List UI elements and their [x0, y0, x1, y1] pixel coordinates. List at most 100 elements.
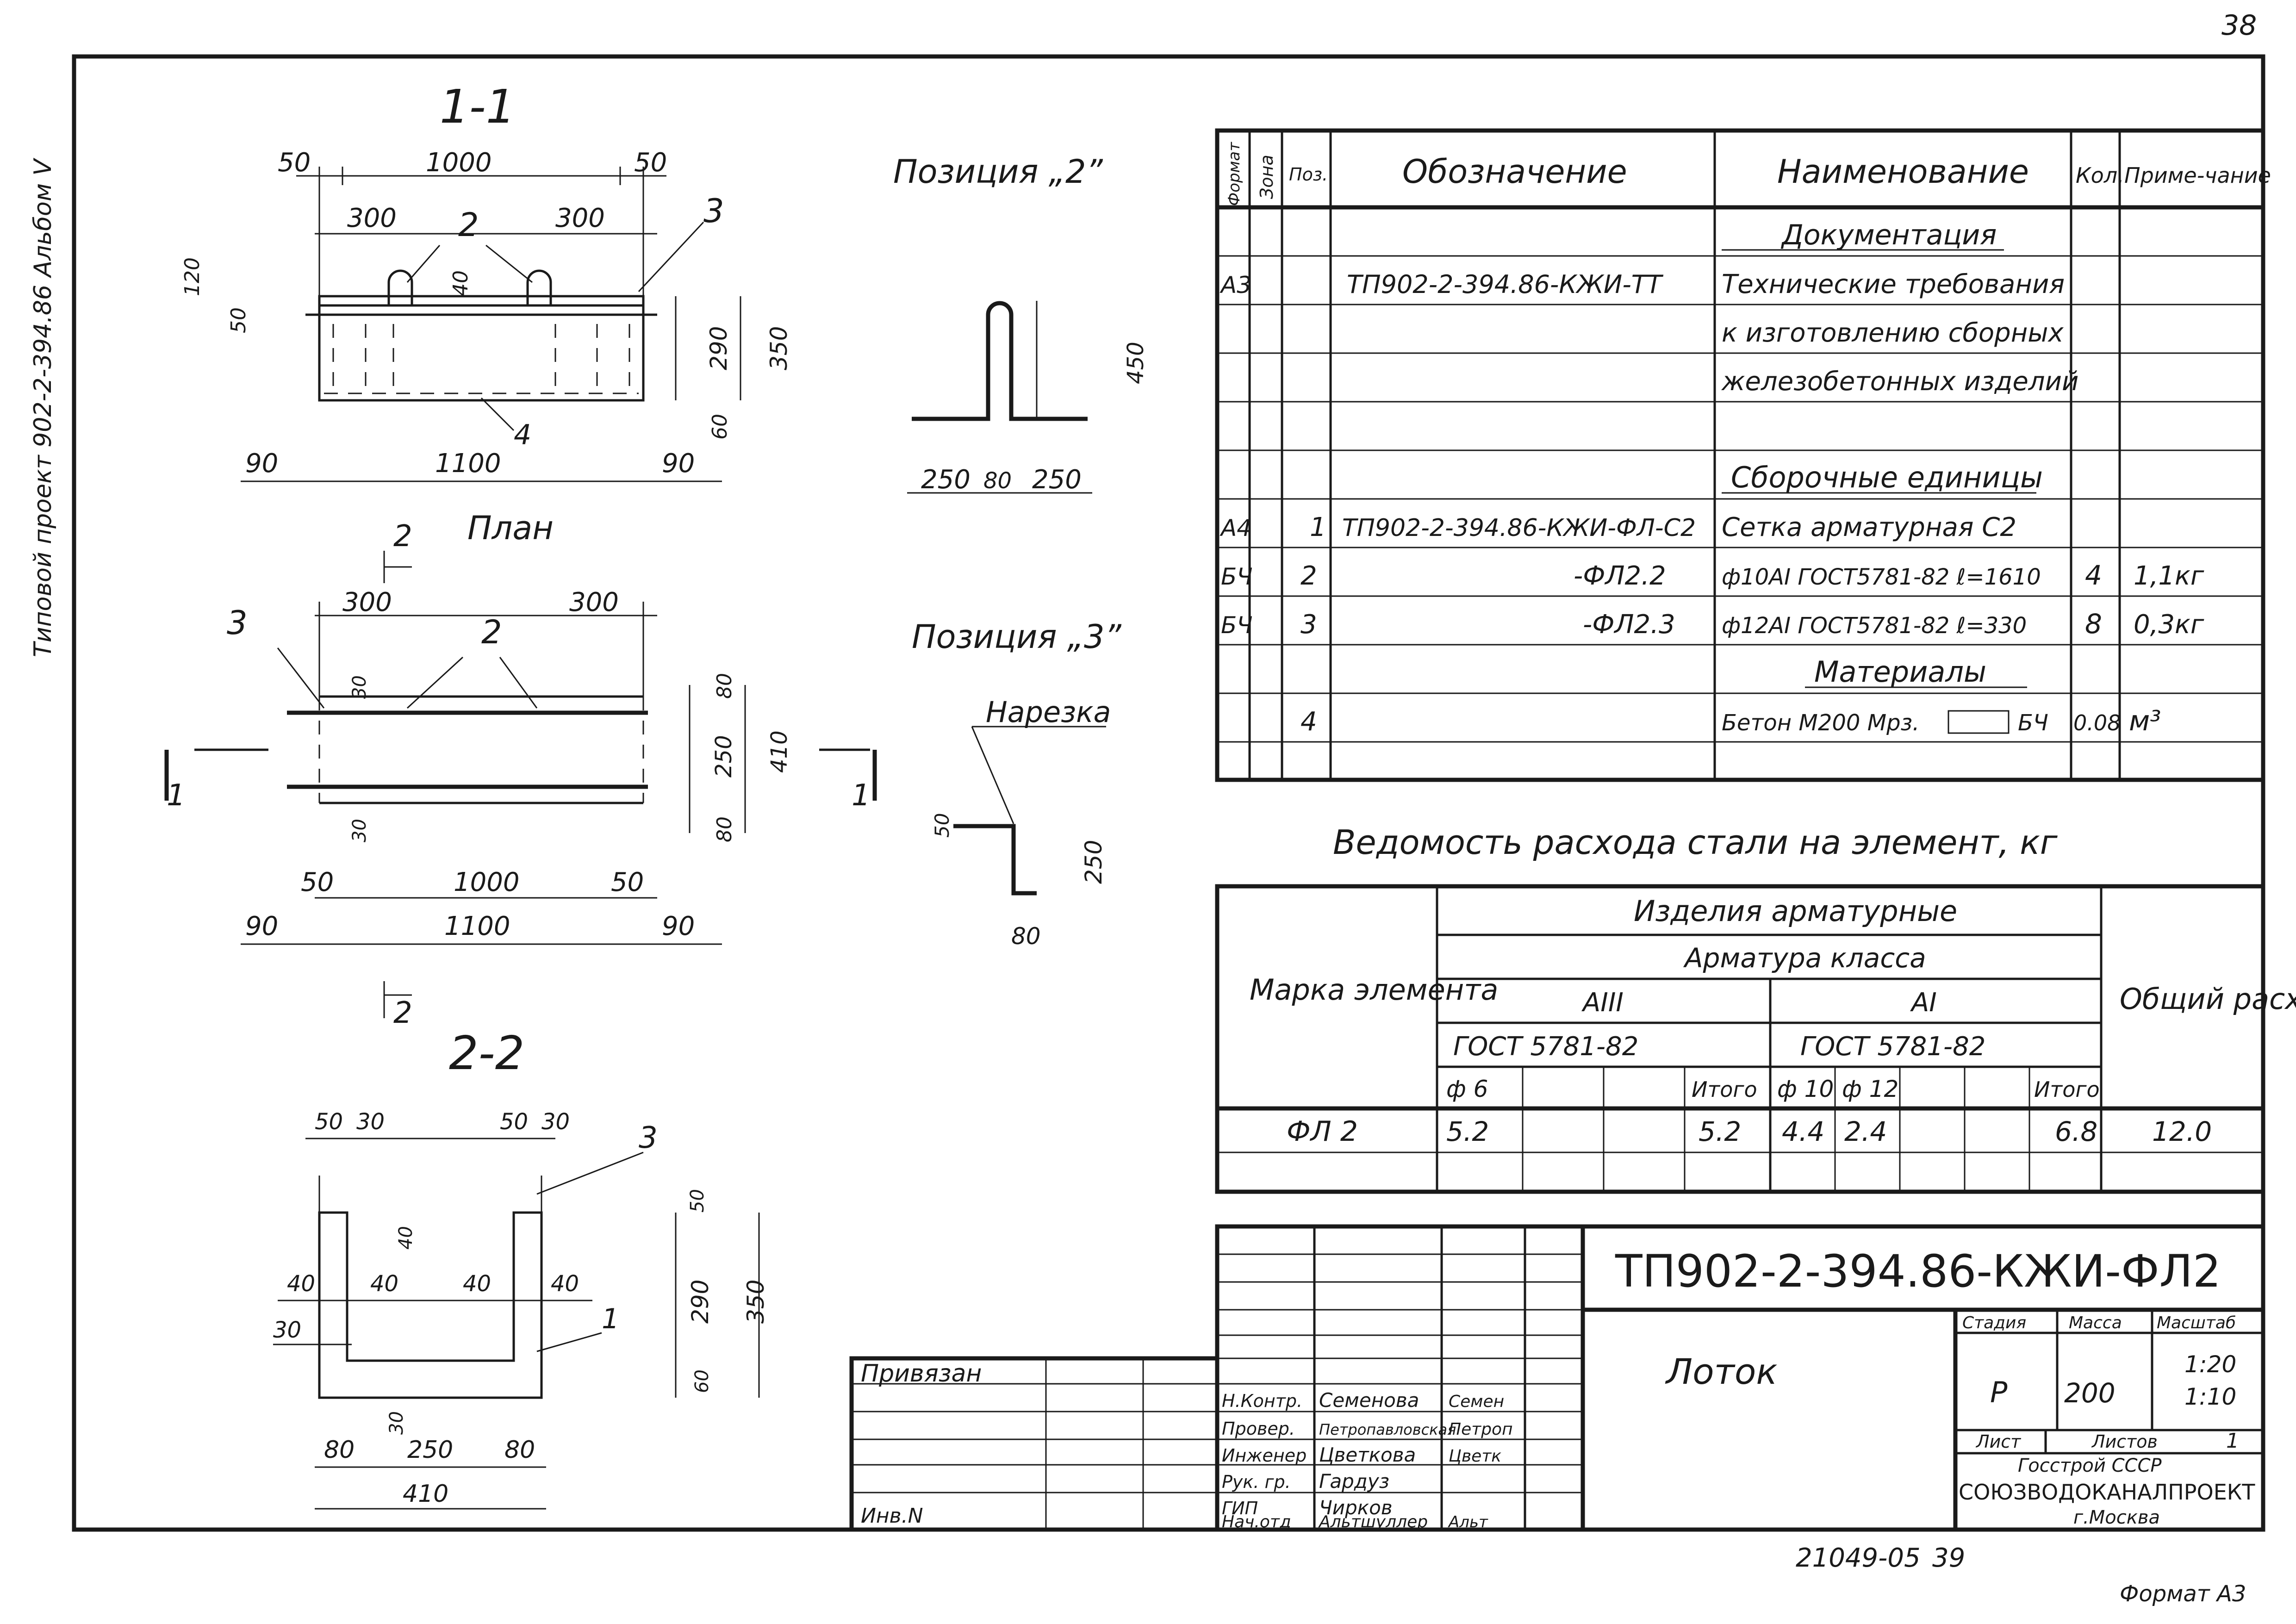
plan-dim-300b: 300 [569, 587, 619, 617]
title-h-sheets: Листов [2091, 1431, 2158, 1452]
s22-dim-50c: 50 [687, 1189, 708, 1213]
spec-row: 4 Бетон М200 Мрз. БЧ 0.08 м³ [1300, 705, 2161, 737]
position-3-title: Позиция „3” [912, 618, 1121, 656]
position-3-bar [953, 824, 1037, 896]
spec-row: Сборочные единицы [1722, 460, 2043, 494]
role-person: Чирков [1319, 1496, 1393, 1519]
spec-row: Документация [1722, 219, 2004, 251]
spec-cell-note: м³ [2129, 705, 2161, 737]
steel-cell-d10: 4.4 [1782, 1116, 1824, 1147]
plan-dim-90a: 90 [245, 911, 278, 941]
title-role-row: Нач.отд Альтшуллер Альт [1222, 1512, 1488, 1531]
plan-dim-1100: 1100 [444, 911, 510, 941]
s22-leader-3: 3 [639, 1121, 658, 1155]
role-signature: Цветк [1449, 1447, 1501, 1466]
spec-header-pos: Поз. [1289, 164, 1328, 185]
steel-header-d12: ф 12 [1842, 1076, 1898, 1102]
steel-row: ФЛ 2 5.2 5.2 4.4 2.4 6.8 12.0 [1287, 1115, 2212, 1148]
spec-cell-name: к изготовлению сборных [1722, 318, 2064, 348]
plan-dim-80b: 80 [713, 816, 736, 842]
s22-dim-290: 290 [687, 1280, 714, 1324]
spec-header-name: Наименование [1777, 153, 2029, 191]
plan-leader-3: 3 [227, 604, 248, 642]
title-org-line3: г.Москва [2073, 1507, 2160, 1528]
specification-table: Формат Зона Поз. Обозначение Наименовани… [1215, 128, 2271, 782]
format-label: Формат А3 [2120, 1581, 2246, 1607]
s22-dim-60: 60 [691, 1369, 713, 1393]
s22-dim-40d: 40 [463, 1271, 491, 1297]
spec-cell-name: Бетон М200 Мрз. [1722, 710, 1919, 736]
s22-dim-40c: 40 [370, 1271, 398, 1297]
spec-cell-note: 1,1кг [2134, 561, 2204, 591]
title-h-scale: Масштаб [2157, 1313, 2236, 1332]
steel-header-items: Изделия арматурные [1634, 894, 1957, 928]
s22-dim-40a: 40 [395, 1226, 417, 1250]
section-2-2-body [318, 1211, 543, 1399]
spec-cell-name: ф10АI ГОСТ5781-82 ℓ=1610 [1722, 564, 2041, 590]
cut-label: Нарезка [986, 695, 1111, 729]
plan-dim-90b: 90 [662, 911, 695, 941]
s22-dim-30c: 30 [273, 1317, 301, 1343]
pos3-dim-80: 80 [1011, 923, 1041, 950]
spec-cell-name: ф12АI ГОСТ5781-82 ℓ=330 [1722, 613, 2027, 639]
s22-dim-80b: 80 [504, 1436, 535, 1464]
s11-leader-2: 2 [458, 206, 479, 244]
pos2-dim-250b: 250 [1032, 465, 1082, 495]
section-1-1: 1-1 50 1000 50 300 300 120 50 40 290 350 [180, 80, 792, 482]
s22-dim-30d: 30 [386, 1411, 407, 1435]
s11-dim-350: 350 [765, 326, 792, 370]
plan-dim-30a: 30 [349, 675, 370, 699]
frost-resistance-box [1948, 710, 2010, 734]
title-org-line1: Госстрой СССР [2018, 1455, 2162, 1476]
role-label: ГИП [1222, 1498, 1258, 1518]
steel-cell-mark: ФЛ 2 [1287, 1115, 1358, 1148]
steel-table: Марка элемента Изделия арматурные Армату… [1215, 884, 2296, 1194]
plan-mark-2-top: 2 [393, 519, 412, 554]
role-person: Петропавловская [1319, 1421, 1456, 1438]
spec-header-note: Приме-чание [2124, 163, 2271, 188]
role-label: Н.Контр. [1222, 1391, 1302, 1411]
s11-dim-90b: 90 [662, 448, 695, 479]
steel-table-title: Ведомость расхода стали на элемент, кг [1333, 823, 2058, 862]
plan-dim-50a: 50 [301, 867, 334, 897]
title-h-sheet: Лист [1975, 1431, 2022, 1452]
position-2-bar [912, 301, 1088, 421]
position-2-detail: Позиция „2” 450 250 80 250 [893, 153, 1149, 495]
plan-dim-410: 410 [766, 730, 792, 773]
steel-header-gost-a: ГОСТ 5781-82 [1453, 1032, 1638, 1062]
plan-title: План [467, 509, 554, 547]
s22-dim-30a: 30 [356, 1109, 385, 1135]
plan-leader-2: 2 [481, 613, 502, 651]
title-role-row: Провер. Петропавловская Петроп [1222, 1419, 1513, 1439]
page-number: 38 [2221, 9, 2257, 42]
section-1-1-title: 1-1 [440, 80, 515, 134]
steel-cell-itogo-b: 6.8 [2055, 1116, 2097, 1147]
title-org-line2: СОЮЗВОДОКАНАЛПРОЕКТ [1959, 1480, 2255, 1505]
plan-dim-300a: 300 [342, 587, 392, 617]
spec-cell-pos: 1 [1310, 512, 1326, 542]
spec-cell-name: Материалы [1814, 655, 1986, 689]
spec-cell-designation: ТП902-2-394.86-КЖИ-ТТ [1347, 270, 1664, 299]
spec-cell-format: БЧ [1221, 612, 1253, 639]
pos2-dim-80: 80 [983, 468, 1012, 494]
plan-mark-1-left: 1 [167, 778, 186, 813]
role-label: Инженер [1222, 1445, 1307, 1466]
s11-leader-3: 3 [703, 192, 724, 230]
plan-dim-250: 250 [711, 735, 737, 778]
spec-cell-qty: 4 [2085, 560, 2102, 591]
steel-header-itogo-b: Итого [2034, 1077, 2100, 1102]
plan-dim-80a: 80 [713, 673, 736, 699]
steel-header-gost-b: ГОСТ 5781-82 [1800, 1032, 1985, 1062]
spec-header-qty: Кол. [2076, 163, 2124, 188]
title-mass: 200 [2064, 1377, 2116, 1409]
s11-leader-4: 4 [514, 419, 531, 451]
spec-cell-name: Сборочные единицы [1731, 460, 2043, 494]
spec-cell-pos: 2 [1300, 561, 1317, 591]
s11-dim-40: 40 [449, 270, 473, 296]
s22-dim-50b: 50 [500, 1109, 528, 1135]
pos2-dim-450: 450 [1123, 342, 1149, 384]
s11-dim-300a: 300 [347, 203, 397, 233]
spec-cell-qty: 0.08 [2073, 710, 2121, 735]
spec-cell-format: А3 [1220, 272, 1251, 299]
s22-dim-50a: 50 [315, 1109, 343, 1135]
